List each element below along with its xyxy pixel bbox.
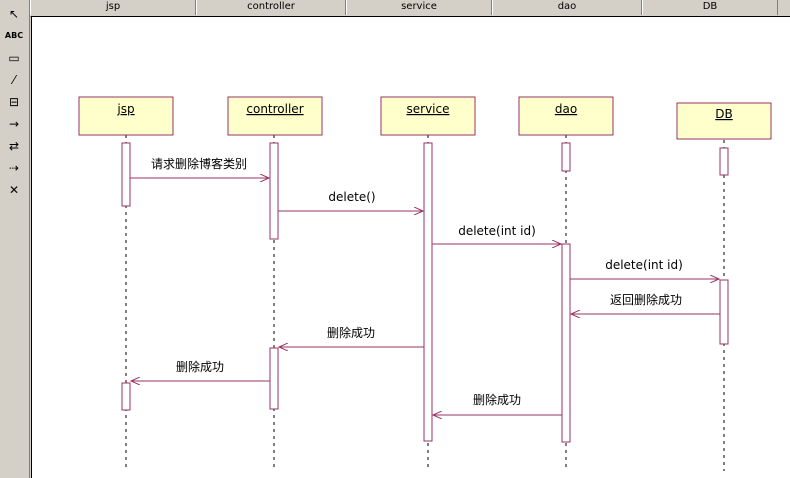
activation-jsp-2[interactable] bbox=[121, 382, 131, 411]
delete-tool-icon[interactable]: ✕ bbox=[8, 183, 20, 197]
activation-dao-2[interactable] bbox=[561, 243, 571, 443]
message-label-1: 请求删除博客类别 bbox=[151, 156, 247, 171]
select-tool-icon[interactable]: ↖ bbox=[8, 7, 20, 21]
message-label-6: 删除成功 bbox=[327, 325, 375, 340]
activation-db-2[interactable] bbox=[719, 279, 729, 345]
activation-dao-1[interactable] bbox=[561, 142, 571, 172]
column-header-db[interactable]: DB bbox=[642, 0, 778, 15]
message-label-8: 删除成功 bbox=[473, 392, 521, 407]
return-message-tool-icon[interactable]: ⇢ bbox=[8, 161, 20, 175]
column-header-dao[interactable]: dao bbox=[492, 0, 642, 15]
message-label-3: delete(int id) bbox=[458, 224, 536, 238]
diagram-svg: jsp controller service dao DB bbox=[78, 96, 772, 471]
anchor-tool-icon[interactable]: ⁄ bbox=[12, 73, 15, 87]
diagram-toolbar: ↖ ABC ▭ ⁄ ⊟ → ⇄ ⇢ ✕ bbox=[0, 0, 30, 478]
activation-controller-1[interactable] bbox=[269, 142, 279, 240]
activation-controller-2[interactable] bbox=[269, 347, 279, 410]
column-header-controller[interactable]: controller bbox=[196, 0, 346, 15]
object-tool-icon[interactable]: ⊟ bbox=[8, 95, 20, 109]
object-label-controller: controller bbox=[246, 102, 303, 116]
self-message-tool-icon[interactable]: ⇄ bbox=[8, 139, 20, 153]
column-header-bar: jsp controller service dao DB bbox=[30, 0, 790, 17]
message-label-5: 返回删除成功 bbox=[610, 292, 682, 307]
activation-jsp-1[interactable] bbox=[121, 142, 131, 207]
object-box-jsp[interactable]: jsp bbox=[78, 96, 174, 136]
column-header-service[interactable]: service bbox=[346, 0, 492, 15]
activation-service[interactable] bbox=[423, 142, 433, 442]
object-box-db[interactable]: DB bbox=[676, 102, 772, 140]
message-tool-icon[interactable]: → bbox=[8, 117, 20, 131]
text-tool-icon[interactable]: ABC bbox=[4, 31, 24, 40]
message-label-4: delete(int id) bbox=[605, 258, 683, 272]
column-header-jsp[interactable]: jsp bbox=[30, 0, 196, 15]
object-label-jsp: jsp bbox=[116, 102, 134, 116]
message-label-7: 删除成功 bbox=[176, 359, 224, 374]
activation-db-1[interactable] bbox=[719, 147, 729, 176]
object-box-controller[interactable]: controller bbox=[227, 96, 323, 136]
object-box-service[interactable]: service bbox=[380, 96, 476, 136]
message-label-2: delete() bbox=[328, 190, 375, 204]
object-label-dao: dao bbox=[555, 102, 577, 116]
object-label-service: service bbox=[407, 102, 450, 116]
object-label-db: DB bbox=[715, 107, 732, 121]
diagram-canvas[interactable]: jsp controller service dao DB bbox=[31, 16, 790, 478]
object-box-dao[interactable]: dao bbox=[518, 96, 614, 136]
note-tool-icon[interactable]: ▭ bbox=[8, 51, 20, 65]
